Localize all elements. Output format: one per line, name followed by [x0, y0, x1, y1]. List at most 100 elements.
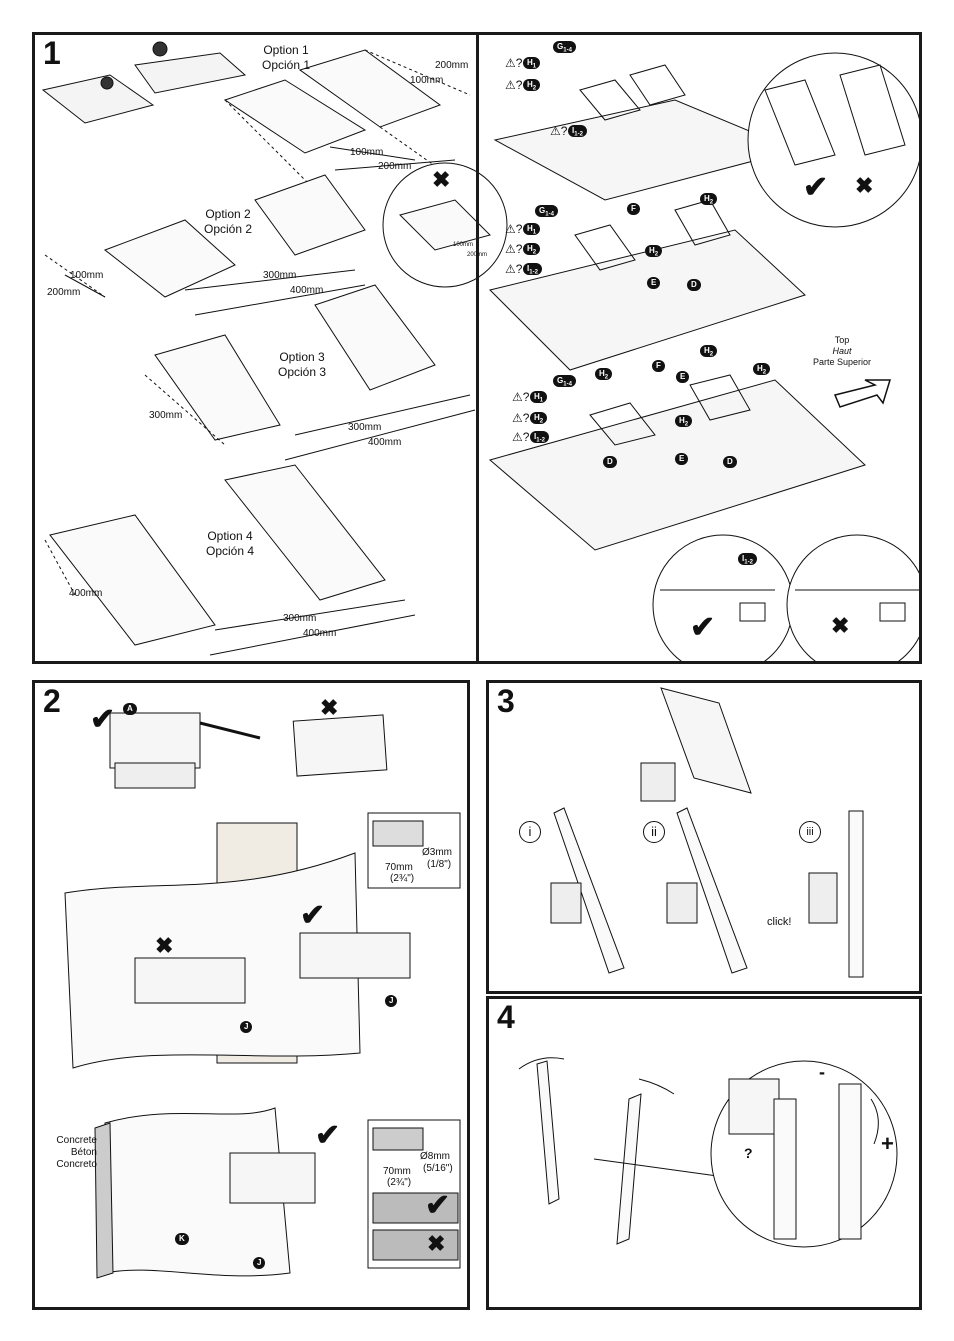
- opt1-dim-a: 200mm: [435, 60, 469, 71]
- option-1-label: Option 1 Opción 1: [251, 43, 321, 73]
- step-1-divider: [476, 35, 479, 661]
- badge-d-bot2: D: [723, 456, 737, 468]
- step-3-panel: 3 i ii iii click!: [486, 680, 922, 994]
- step-4-panel: 4 - + ?: [486, 996, 922, 1310]
- concrete-label: Concrete Béton Concreto: [47, 1135, 97, 1171]
- badge-h2-bot1: H2: [595, 368, 613, 381]
- badge-h1-a: H1: [523, 57, 541, 70]
- check-icon-anchor: ✔: [425, 1189, 451, 1222]
- badge-d-bot1: D: [603, 456, 617, 468]
- badge-j-left: J: [240, 1021, 253, 1033]
- sub-step-iii: iii: [799, 821, 821, 843]
- concrete-drill-size: Ø8mm: [420, 1151, 450, 1162]
- step-number: 2: [43, 683, 61, 719]
- warn-icon-9: ⚠?: [512, 430, 530, 444]
- option-4-label: Option 4 Opción 4: [195, 529, 265, 559]
- badge-e-bot1: E: [676, 371, 690, 383]
- badge-a: A: [123, 703, 137, 715]
- wood-drill-size: Ø3mm: [422, 847, 452, 858]
- badge-h2-bot3: H2: [700, 345, 718, 358]
- wood-depth: 70mm: [385, 862, 413, 873]
- click-label: click!: [767, 916, 792, 928]
- opt1-dim-b: 100mm: [410, 75, 444, 86]
- option-3-title: Option 3: [279, 350, 325, 364]
- opt3-dim-b: 300mm: [348, 422, 382, 433]
- warn-icon-5: ⚠?: [505, 242, 523, 256]
- opt2-dim-c: 300mm: [263, 270, 297, 281]
- opt4-dim-c: 400mm: [303, 628, 337, 639]
- option-4-title: Option 4: [207, 529, 253, 543]
- option-4-subtitle: Opción 4: [205, 544, 255, 558]
- opt2-dim-a: 100mm: [70, 270, 104, 281]
- badge-j-right: J: [385, 995, 398, 1007]
- badge-h2-mid2: H2: [645, 245, 663, 258]
- badge-d-mid: D: [687, 279, 701, 291]
- cross-icon-plate: ✖: [320, 695, 339, 720]
- badge-h2-b: H2: [523, 243, 541, 256]
- badge-g-top: G1-4: [553, 41, 576, 54]
- check-icon-concrete: ✔: [315, 1119, 341, 1152]
- step-1-panel: 1: [32, 32, 922, 664]
- check-icon-wood: ✔: [300, 899, 326, 932]
- concrete-depth: 70mm: [383, 1166, 411, 1177]
- cross-icon-anchor: ✖: [427, 1231, 446, 1256]
- option-2-label: Option 2 Opción 2: [193, 207, 263, 237]
- concrete-depth-inch: (2¾"): [387, 1177, 412, 1188]
- detail-dim-b: 200mm: [467, 252, 488, 258]
- step-2-illustrations: [64, 712, 461, 1279]
- check-icon-bottom: ✔: [690, 611, 716, 644]
- badge-i-c: I1-2: [530, 431, 549, 444]
- badge-h2-c: H2: [530, 412, 548, 425]
- badge-i-b: I1-2: [523, 263, 542, 276]
- option-1-title: Option 1: [263, 43, 309, 57]
- option-2-title: Option 2: [205, 207, 251, 221]
- badge-g-mid: G1-4: [535, 205, 558, 218]
- opt1-dim-d: 200mm: [378, 161, 412, 172]
- orientation-superior: Parte Superior: [812, 357, 872, 367]
- wood-depth-inch: (2¾"): [390, 873, 415, 884]
- opt4-dim-b: 300mm: [283, 613, 317, 624]
- opt2-dim-d: 400mm: [290, 285, 324, 296]
- badge-h2-bot4: H2: [753, 363, 771, 376]
- concrete-label-fr: Béton: [70, 1147, 97, 1158]
- check-icon-top: ✔: [803, 171, 829, 204]
- warn-icon-7: ⚠?: [512, 390, 530, 404]
- badge-h2-a: H2: [523, 79, 541, 92]
- badge-i-circle: I1-2: [738, 553, 757, 566]
- step-3-illustrations: [550, 687, 864, 978]
- badge-h2-bot2: H2: [675, 415, 693, 428]
- warn-icon-8: ⚠?: [512, 411, 530, 425]
- sub-step-ii: ii: [643, 821, 665, 843]
- warn-icon-2: ⚠?: [505, 78, 523, 92]
- detail-cross-icon: ✖: [432, 167, 451, 192]
- badge-k: K: [175, 1233, 189, 1245]
- badge-h1-b: H1: [523, 223, 541, 236]
- step-2-panel: 2 A ✔ ✖ Ø3mm: [32, 680, 470, 1310]
- badge-e-bot2: E: [675, 453, 689, 465]
- orientation-haut: Haut: [832, 346, 852, 356]
- orientation-top: Top: [834, 335, 850, 345]
- query-mark: ?: [744, 1145, 753, 1161]
- minus-sign: -: [819, 1062, 825, 1082]
- check-icon-plate: ✔: [90, 703, 116, 736]
- option-3-subtitle: Opción 3: [277, 365, 327, 379]
- cross-icon-top: ✖: [855, 173, 874, 198]
- step-number: 1: [43, 35, 61, 71]
- sub-step-i: i: [519, 821, 541, 843]
- step-1-illustrations: [41, 41, 919, 661]
- step-number: 4: [497, 999, 515, 1035]
- cross-icon-wood: ✖: [155, 933, 174, 958]
- concrete-label-es: Concreto: [56, 1159, 97, 1170]
- opt4-dim-a: 400mm: [69, 588, 103, 599]
- opt2-dim-b: 200mm: [47, 287, 81, 298]
- step-4-illustrations: [518, 1057, 898, 1248]
- option-3-label: Option 3 Opción 3: [267, 350, 337, 380]
- badge-f-bot: F: [652, 360, 665, 372]
- option-2-subtitle: Opción 2: [203, 222, 253, 236]
- warn-icon-4: ⚠?: [505, 222, 523, 236]
- concrete-label-en: Concrete: [56, 1135, 97, 1146]
- wood-drill-inch: (1/8"): [427, 859, 452, 870]
- concrete-drill-inch: (5/16"): [423, 1163, 453, 1174]
- badge-h1-c: H1: [530, 391, 548, 404]
- badge-h2-mid: H2: [700, 193, 718, 206]
